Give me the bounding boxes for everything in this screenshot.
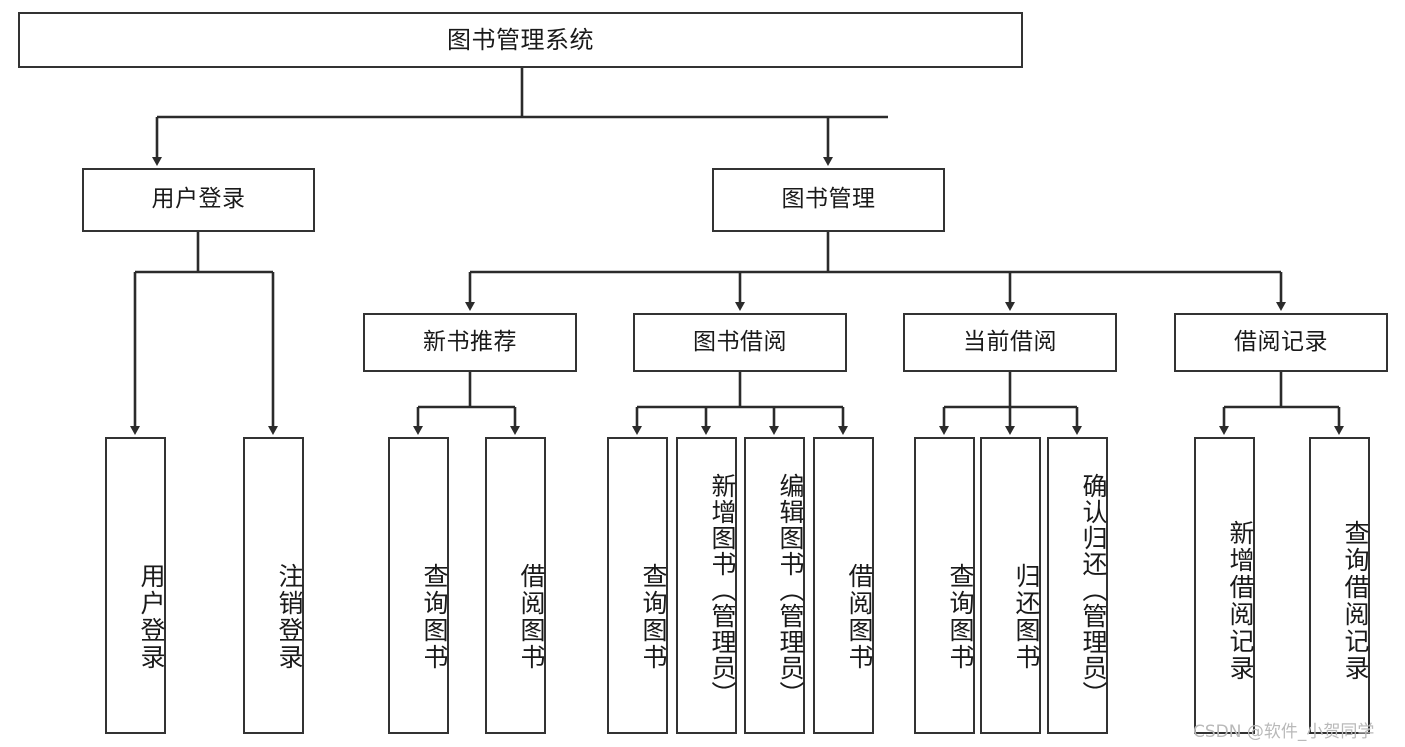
node-new-book-recommend[interactable]: 新书推荐 [363, 313, 577, 372]
leaf-borrow-book-2[interactable]: 借阅图书 [813, 437, 874, 734]
node-borrow-record[interactable]: 借阅记录 [1174, 313, 1388, 372]
node-current-borrow[interactable]: 当前借阅 [903, 313, 1117, 372]
leaf-query-book-1[interactable]: 查询图书 [388, 437, 449, 734]
leaf-query-borrow-record[interactable]: 查询借阅记录 [1309, 437, 1370, 734]
leaf-edit-book-admin[interactable]: 编辑图书（管理员） [744, 437, 805, 734]
leaf-add-borrow-record[interactable]: 新增借阅记录 [1194, 437, 1255, 734]
leaf-confirm-return-admin[interactable]: 确认归还（管理员） [1047, 437, 1108, 734]
leaf-user-login[interactable]: 用户登录 [105, 437, 166, 734]
leaf-query-book-3[interactable]: 查询图书 [914, 437, 975, 734]
node-user-login[interactable]: 用户登录 [82, 168, 315, 232]
node-book-manage[interactable]: 图书管理 [712, 168, 945, 232]
leaf-query-book-2[interactable]: 查询图书 [607, 437, 668, 734]
node-root-book-management-system[interactable]: 图书管理系统 [18, 12, 1023, 68]
leaf-add-book-admin[interactable]: 新增图书（管理员） [676, 437, 737, 734]
leaf-return-book[interactable]: 归还图书 [980, 437, 1041, 734]
leaf-borrow-book-1[interactable]: 借阅图书 [485, 437, 546, 734]
node-book-borrow[interactable]: 图书借阅 [633, 313, 847, 372]
leaf-logout-login[interactable]: 注销登录 [243, 437, 304, 734]
